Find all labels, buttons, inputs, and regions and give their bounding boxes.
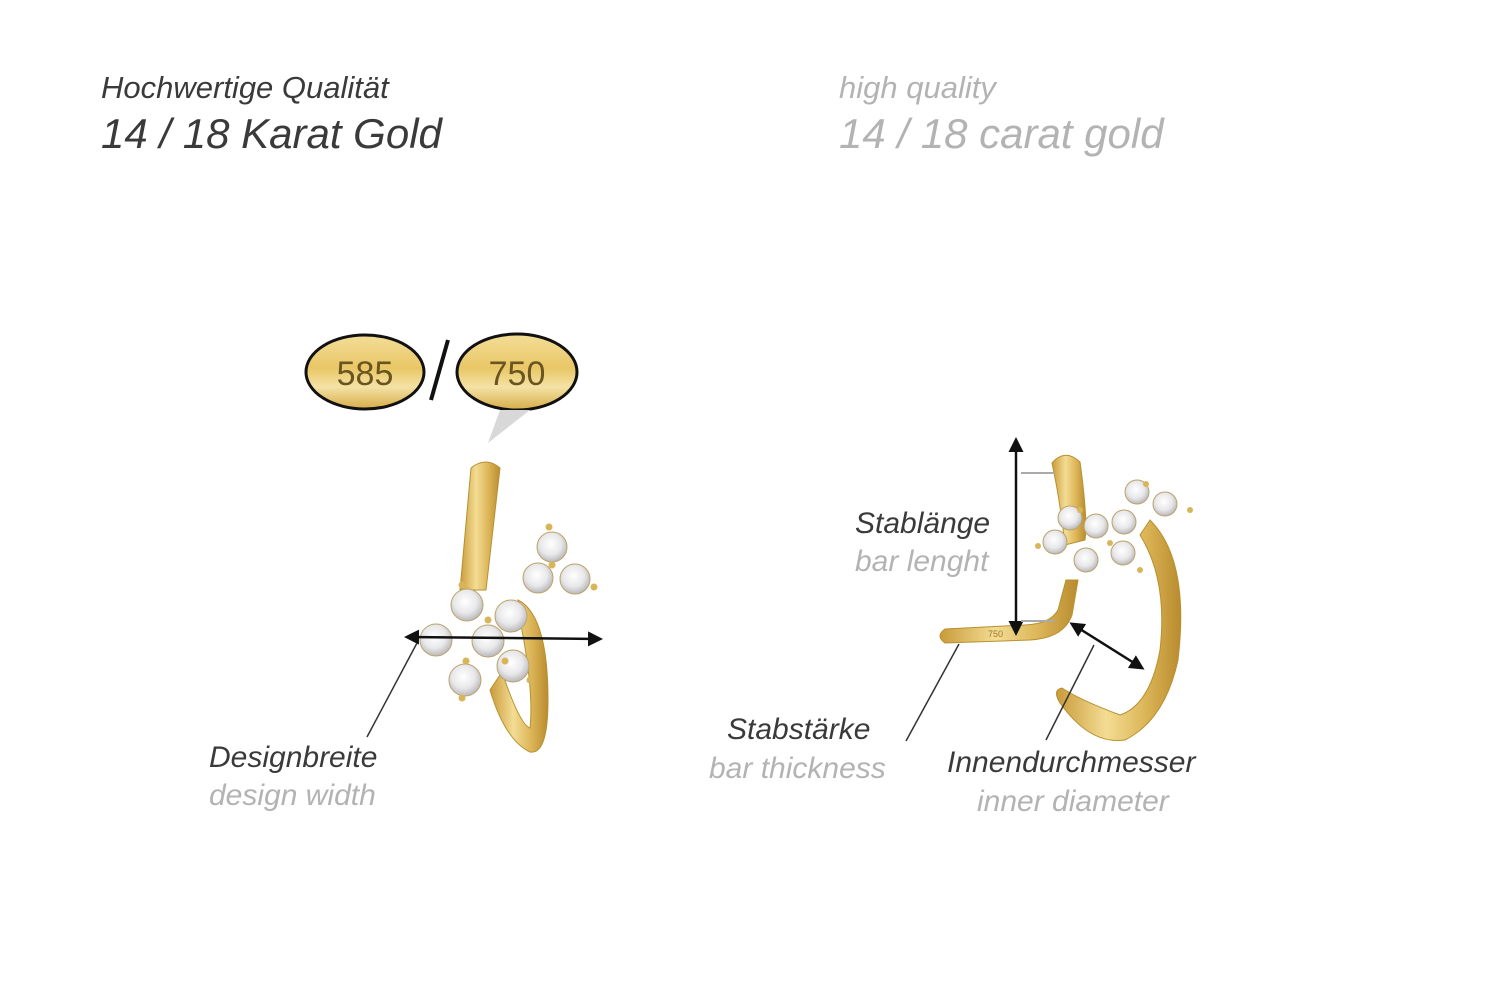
inner-diameter-label-de: Innendurchmesser xyxy=(947,746,1196,779)
design-width-leader-line xyxy=(366,642,418,738)
gem-cluster-side xyxy=(1035,479,1193,573)
gem-cluster-front xyxy=(419,523,598,702)
gold-title-en: 14 / 18 carat gold xyxy=(839,110,1164,157)
hallmark-585-text: 585 xyxy=(337,355,394,393)
quality-subtitle-en: high quality xyxy=(839,70,996,105)
gold-title-de: 14 / 18 Karat Gold xyxy=(101,110,442,157)
inner-diameter-label-en: inner diameter xyxy=(977,785,1169,818)
bar-thickness-label-de: Stabstärke xyxy=(727,713,871,746)
nose-stud-front-view xyxy=(366,461,603,753)
hallmark-badge-585: 585 xyxy=(304,333,426,411)
bar-thickness-label-en: bar thickness xyxy=(709,752,886,785)
hallmark-badge-750: 750 xyxy=(455,332,579,412)
inner-diameter-arrow xyxy=(1069,622,1145,670)
bar-length-label-en: bar lenght xyxy=(855,545,989,578)
bar-thickness-leader-line xyxy=(905,643,960,742)
bar-stamp-750: 750 xyxy=(988,629,1003,639)
inner-diameter-leader-line xyxy=(1045,644,1095,741)
hallmark-separator xyxy=(429,339,450,401)
hallmark-750-text: 750 xyxy=(489,355,546,393)
design-width-label-en: design width xyxy=(209,779,376,812)
bar-length-label-de: Stablänge xyxy=(855,507,991,540)
design-width-arrow xyxy=(404,629,603,647)
nose-stud-side-view: 750 xyxy=(905,437,1193,742)
callout-pointer xyxy=(488,410,530,443)
quality-subtitle-de: Hochwertige Qualität xyxy=(101,70,389,105)
design-width-label-de: Designbreite xyxy=(209,741,378,774)
